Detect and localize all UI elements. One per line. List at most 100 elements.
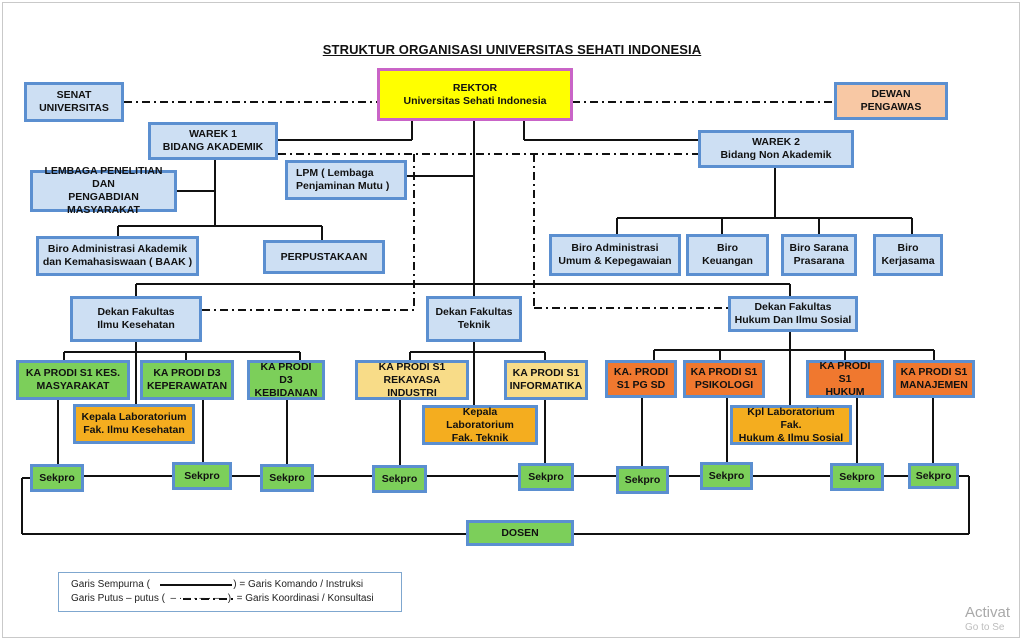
warek2-box: WAREK 2 Bidang Non Akademik [698,130,854,168]
lpm-label: LPM ( Lembaga [296,167,374,179]
biro-keuangan-label: Biro [717,242,738,254]
dekan-ft-box: Dekan Fakultas Teknik [426,296,522,342]
lab-fik-sublabel: Fak. Ilmu Kesehatan [83,424,185,436]
sekpro-box-4: Sekpro [372,465,427,493]
sekpro-label: Sekpro [184,469,220,482]
lab-ft-label: Kepala Laboratorium [446,405,514,431]
senat-sublabel: UNIVERSITAS [39,102,109,114]
sekpro-box-7: Sekpro [700,462,753,490]
dewan-pengawas-box: DEWAN PENGAWAS [834,82,948,120]
lab-fik-box: Kepala Laboratorium Fak. Ilmu Kesehatan [73,404,195,444]
baak-sublabel: dan Kemahasiswaan ( BAAK ) [42,256,193,268]
sekpro-label: Sekpro [269,471,305,484]
biro-kerjasama-box: Biro Kerjasama [873,234,943,276]
warek1-label: WAREK 1 [189,128,237,140]
baak-label: Biro Administrasi Akademik [47,243,188,255]
kaprodi-psikologi-sublabel: PSIKOLOGI [694,379,754,391]
coordination-lines [124,101,834,600]
biro-umum-box: Biro Administrasi Umum & Kepegawaian [549,234,681,276]
sekpro-label: Sekpro [381,472,418,485]
sekpro-label: Sekpro [528,470,564,483]
kaprodi-kebidanan-sublabel: KEBIDANAN [254,386,318,399]
sekpro-box-6: Sekpro [616,466,669,494]
kaprodi-ri-sublabel: REKAYASA INDUSTRI [383,373,441,399]
kaprodi-informatika-label: KA PRODI S1 [512,367,580,379]
kaprodi-manajemen-sublabel: MANAJEMEN [900,379,968,391]
warek2-label: WAREK 2 [752,136,800,148]
kaprodi-kesmas-box: KA PRODI S1 KES. MASYARAKAT [16,360,130,400]
kaprodi-manajemen-label: KA PRODI S1 [900,366,968,378]
kaprodi-kebidanan-box: KA PRODI D3 KEBIDANAN [247,360,325,400]
biro-keuangan-box: Biro Keuangan [686,234,769,276]
dekan-fik-label: Dekan Fakultas [97,306,175,318]
warek1-sublabel: BIDANG AKADEMIK [162,141,264,153]
dekan-fh-label: Dekan Fakultas [754,301,832,313]
dewan-sublabel: PENGAWAS [860,101,922,113]
perpustakaan-box: PERPUSTAKAAN [263,240,385,274]
sekpro-label: Sekpro [39,471,75,484]
senat-box: SENAT UNIVERSITAS [24,82,124,122]
sekpro-box-2: Sekpro [172,462,232,490]
kaprodi-psikologi-box: KA PRODI S1 PSIKOLOGI [683,360,765,398]
biro-umum-sublabel: Umum & Kepegawaian [558,255,672,267]
kaprodi-pgsd-sublabel: S1 PG SD [616,379,666,391]
kaprodi-hukum-box: KA PRODI S1 HUKUM [806,360,884,398]
kaprodi-keperawatan-label: KA PRODI D3 [153,367,221,379]
kaprodi-hukum-label: KA PRODI S1 [819,359,871,385]
kaprodi-kebidanan-label: KA PRODI D3 [260,360,312,386]
dekan-fh-box: Dekan Fakultas Hukum Dan Ilmu Sosial [728,296,858,332]
lab-fik-label: Kepala Laboratorium [81,411,187,423]
kaprodi-hukum-sublabel: HUKUM [825,385,865,398]
lab-fh-sublabel: Hukum & Ilmu Sosial [738,431,844,444]
kaprodi-psikologi-label: KA PRODI S1 [690,366,758,378]
chart-title: STRUKTUR ORGANISASI UNIVERSITAS SEHATI I… [322,42,702,57]
dosen-label: DOSEN [501,526,539,539]
legend-dashed-line: Garis Putus – putus ( – · – · – · – ) = … [71,593,374,604]
lpm-box: LPM ( Lembaga Penjaminan Mutu ) [285,160,407,200]
legend-solid-line: Garis Sempurna ( ) = Garis Komando / Ins… [71,579,364,590]
legend: Garis Sempurna ( ) = Garis Komando / Ins… [58,572,402,612]
dekan-fh-sublabel: Hukum Dan Ilmu Sosial [734,314,852,326]
rektor-label: REKTOR [452,81,498,94]
dosen-box: DOSEN [466,520,574,546]
kaprodi-manajemen-box: KA PRODI S1 MANAJEMEN [893,360,975,398]
biro-sarpras-sublabel: Prasarana [793,255,845,267]
senat-label: SENAT [56,89,92,101]
dekan-ft-sublabel: Teknik [457,319,491,331]
kaprodi-pgsd-box: KA. PRODI S1 PG SD [605,360,677,398]
biro-sarpras-box: Biro Sarana Prasarana [781,234,857,276]
kaprodi-ri-label: KA PRODI S1 [378,360,446,373]
lppm-box: LEMBAGA PENELITIAN DAN PENGABDIAN MASYAR… [30,165,177,216]
sekpro-label: Sekpro [839,470,875,483]
baak-box: Biro Administrasi Akademik dan Kemahasis… [36,236,199,276]
dekan-ft-label: Dekan Fakultas [435,306,513,318]
dekan-fik-box: Dekan Fakultas Ilmu Kesehatan [70,296,202,342]
watermark-line2: Go to Se [965,622,1005,633]
dekan-fik-sublabel: Ilmu Kesehatan [97,319,175,331]
lab-fh-label: Kpl Laboratorium Fak. [747,405,835,431]
biro-sarpras-label: Biro Sarana [789,242,849,254]
warek2-sublabel: Bidang Non Akademik [720,149,832,161]
biro-umum-label: Biro Administrasi [571,242,659,254]
rektor-sublabel: Universitas Sehati Indonesia [403,94,547,107]
kaprodi-informatika-sublabel: INFORMATIKA [509,380,583,392]
lab-ft-box: Kepala Laboratorium Fak. Teknik [422,405,538,445]
sekpro-box-8: Sekpro [830,463,884,491]
kaprodi-keperawatan-sublabel: KEPERAWATAN [146,380,228,392]
sekpro-box-1: Sekpro [30,464,84,492]
sekpro-label: Sekpro [624,473,661,486]
kaprodi-rekayasa-industri-box: KA PRODI S1 REKAYASA INDUSTRI [355,360,469,400]
lppm-sublabel: PENGABDIAN MASYARAKAT [67,191,140,216]
watermark-line1: Activat [965,604,1011,621]
kaprodi-keperawatan-box: KA PRODI D3 KEPERAWATAN [140,360,234,400]
activation-watermark: Activat Go to Se [965,604,1010,633]
sekpro-box-5: Sekpro [518,463,574,491]
sekpro-label: Sekpro [708,469,745,482]
kaprodi-kesmas-label: KA PRODI S1 KES. [25,367,121,379]
biro-kerjasama-sublabel: Kerjasama [881,255,935,267]
warek1-box: WAREK 1 BIDANG AKADEMIK [148,122,278,160]
kaprodi-pgsd-label: KA. PRODI [613,366,669,378]
kaprodi-kesmas-sublabel: MASYARAKAT [36,380,110,392]
